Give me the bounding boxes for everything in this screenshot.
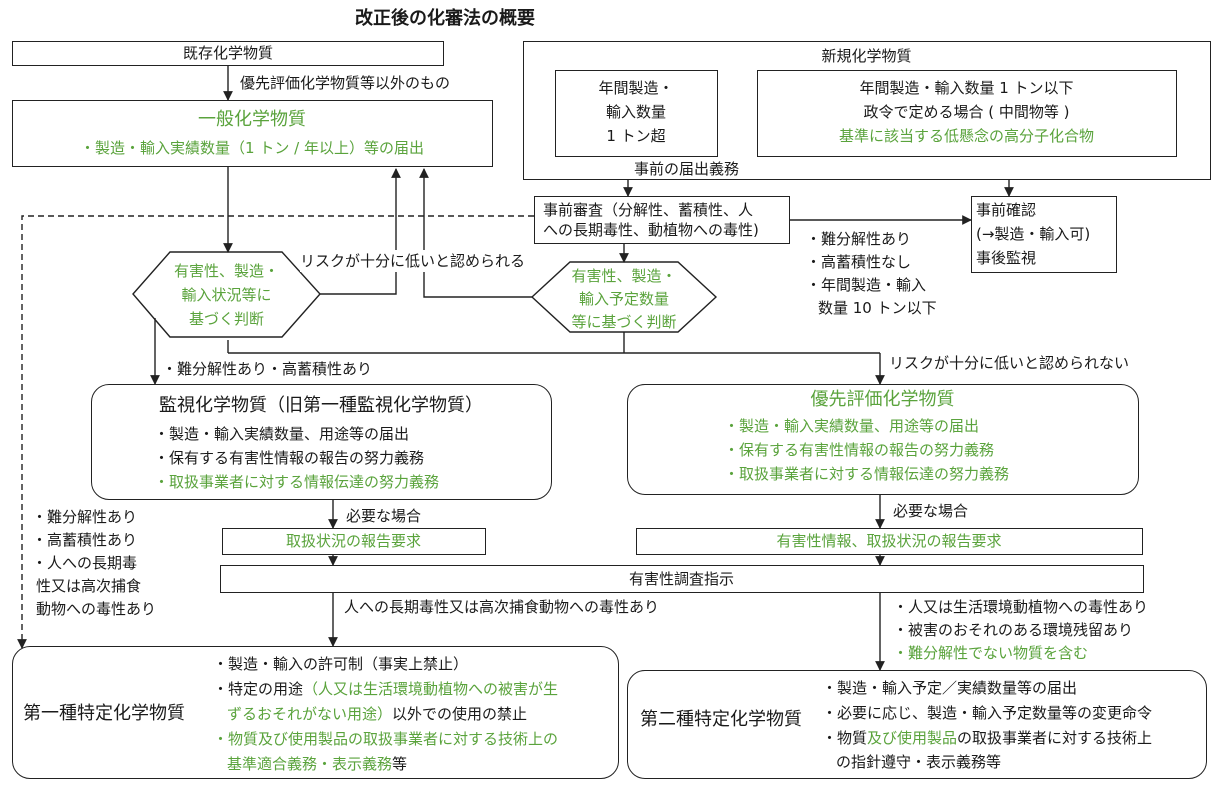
monitoring-title: 監視化学物質（旧第一種監視化学物質） — [159, 395, 483, 416]
pre-review-criteria-2: ・高蓄積性なし — [806, 253, 912, 271]
risk-not-low-label: リスクが十分に低いと認められない — [889, 354, 1130, 372]
pre-review-line2: への長期毒性、動植物への毒性) — [543, 221, 759, 239]
left-criteria-3: ・人への長期毒 — [32, 554, 138, 572]
class1-item2-b: （人又は生活環境動植物への被害が生 — [303, 680, 559, 698]
report-right-box: 有害性情報、取扱状況の報告要求 — [636, 528, 1143, 555]
class1-item2-d: 以外での使用の禁止 — [392, 705, 528, 723]
pre-confirm-line1: 事前確認 — [976, 201, 1037, 219]
investigation-box: 有害性調査指示 — [220, 565, 1144, 593]
left-criteria-2: ・高蓄積性あり — [32, 531, 138, 549]
general-chemicals-sub: ・製造・輸入実績数量（1 トン / 年以上）等の届出 — [80, 139, 424, 157]
toxicity-right-2: ・被害のおそれのある環境残留あり — [893, 621, 1134, 639]
general-chemicals-title: 一般化学物質 — [198, 109, 306, 130]
pre-confirm-line3: 事後監視 — [976, 249, 1037, 267]
when-needed-right: 必要な場合 — [893, 502, 969, 520]
page-title: 改正後の化審法の概要 — [355, 8, 535, 29]
risk-low-label: リスクが十分に低いと認められる — [300, 250, 526, 272]
hex-right-line3: 等に基づく判断 — [571, 313, 677, 331]
over-1t-line3: 1 トン超 — [606, 127, 666, 145]
pre-review-criteria-3: ・年間製造・輸入 — [806, 276, 927, 294]
under-1t-box: 年間製造・輸入数量 1 トン以下 政令で定める場合 ( 中間物等 ) 基準に該当… — [757, 70, 1177, 157]
class1-box: 第一種特定化学物質 ・製造・輸入の許可制（事実上禁止） ・特定の用途（人又は生活… — [12, 646, 619, 779]
pre-confirm-box: 事前確認 (→製造・輸入可) 事後監視 — [971, 196, 1117, 273]
class2-item3-a: ・物質 — [822, 729, 868, 747]
existing-note: 優先評価化学物質等以外のもの — [240, 74, 451, 92]
pre-review-box: 事前審査（分解性、蓄積性、人 への長期毒性、動植物への毒性) — [534, 196, 790, 244]
class1-title: 第一種特定化学物質 — [23, 703, 185, 724]
class2-title: 第二種特定化学物質 — [640, 709, 802, 730]
persist-bioaccum-label: ・難分解性あり・高蓄積性あり — [162, 360, 373, 378]
report-left-label: 取扱状況の報告要求 — [285, 532, 421, 550]
class2-item1: ・製造・輸入予定／実績数量等の届出 — [822, 679, 1078, 697]
class1-item3-c: 等 — [392, 755, 408, 773]
left-criteria-4: 性又は高次捕食 — [36, 577, 142, 595]
left-criteria-5: 動物への毒性あり — [36, 600, 157, 618]
hexagon-right-shape — [530, 261, 718, 333]
class1-item3-a: ・物質及び使用製品の取扱事業者に対する技術上の — [213, 730, 559, 748]
prior-notice-label: 事前の届出義務 — [634, 160, 740, 178]
existing-chemicals-box: 既存化学物質 — [12, 41, 444, 66]
general-chemicals-box: 一般化学物質 ・製造・輸入実績数量（1 トン / 年以上）等の届出 — [12, 100, 493, 167]
new-chemicals-label: 新規化学物質 — [821, 47, 912, 65]
when-needed-left: 必要な場合 — [346, 507, 422, 525]
pre-review-criteria-4: 数量 10 トン以下 — [818, 299, 937, 317]
under-1t-green: 基準に該当する低懸念の高分子化合物 — [838, 127, 1094, 145]
hex-right-line2: 輸入予定数量 — [578, 290, 669, 308]
over-1t-line1: 年間製造・ — [598, 79, 674, 97]
over-1t-line2: 輸入数量 — [605, 103, 666, 121]
hex-right-line1: 有害性、製造・ — [571, 267, 677, 285]
class2-item3-b: 及び使用製品 — [867, 729, 958, 747]
class2-item2: ・必要に応じ、製造・輸入予定数量等の変更命令 — [822, 704, 1153, 722]
monitoring-item-3: ・取扱事業者に対する情報伝達の努力義務 — [154, 473, 440, 491]
pre-confirm-line2: (→製造・輸入可) — [976, 225, 1091, 243]
over-1t-box: 年間製造・ 輸入数量 1 トン超 — [555, 70, 718, 157]
toxicity-right-1: ・人又は生活環境動植物への毒性あり — [893, 598, 1149, 616]
report-left-box: 取扱状況の報告要求 — [222, 528, 486, 555]
class1-item2-c: ずるおそれがない用途） — [227, 705, 393, 723]
class1-item3-b: 基準適合義務・表示義務 — [227, 755, 393, 773]
hex-left-line2: 輸入状況等に — [181, 286, 272, 304]
class2-item3-line1: ・物質及び使用製品の取扱事業者に対する技術上 — [822, 727, 1152, 749]
priority-title: 優先評価化学物質 — [810, 389, 955, 410]
class2-box: 第二種特定化学物質 ・製造・輸入予定／実績数量等の届出 ・必要に応じ、製造・輸入… — [627, 670, 1207, 779]
class1-item3-line2: 基準適合義務・表示義務等 — [227, 753, 407, 775]
class2-item3-d: の指針遵守・表示義務等 — [836, 753, 1002, 771]
priority-item-1: ・製造・輸入実績数量、用途等の届出 — [724, 417, 980, 435]
pre-review-line1: 事前審査（分解性、蓄積性、人 — [543, 201, 754, 219]
pre-review-criteria-1: ・難分解性あり — [806, 230, 912, 248]
class1-item1: ・製造・輸入の許可制（事実上禁止） — [213, 655, 469, 673]
under-1t-line2: 政令で定める場合 ( 中間物等 ) — [863, 103, 1070, 121]
existing-chemicals-label: 既存化学物質 — [182, 44, 273, 62]
hex-left-line3: 基づく判断 — [188, 310, 264, 328]
hex-left-line1: 有害性、製造・ — [173, 262, 279, 280]
report-right-label: 有害性情報、取扱状況の報告要求 — [776, 532, 1002, 550]
class1-item2-a: ・特定の用途 — [213, 680, 304, 698]
monitoring-item-1: ・製造・輸入実績数量、用途等の届出 — [154, 425, 410, 443]
priority-item-3: ・取扱事業者に対する情報伝達の努力義務 — [724, 465, 1010, 483]
priority-chemicals-box: 優先評価化学物質 ・製造・輸入実績数量、用途等の届出 ・保有する有害性情報の報告… — [627, 384, 1139, 495]
under-1t-line1: 年間製造・輸入数量 1 トン以下 — [859, 79, 1074, 97]
left-criteria-1: ・難分解性あり — [32, 508, 138, 526]
monitoring-chemicals-box: 監視化学物質（旧第一種監視化学物質） ・製造・輸入実績数量、用途等の届出 ・保有… — [91, 384, 552, 500]
monitoring-item-2: ・保有する有害性情報の報告の努力義務 — [154, 449, 425, 467]
class1-item2-line1: ・特定の用途（人又は生活環境動植物への被害が生 — [213, 678, 558, 700]
class1-item2-line2: ずるおそれがない用途）以外での使用の禁止 — [227, 703, 527, 725]
toxicity-right-3: ・難分解性でない物質を含む — [893, 644, 1089, 662]
priority-item-2: ・保有する有害性情報の報告の努力義務 — [724, 441, 995, 459]
hexagon-left-shape — [132, 251, 321, 338]
class2-item3-c: の取扱事業者に対する技術上 — [957, 729, 1153, 747]
investigation-label: 有害性調査指示 — [628, 570, 734, 588]
toxicity-left-label: 人への長期毒性又は高次捕食動物への毒性あり — [344, 598, 660, 616]
